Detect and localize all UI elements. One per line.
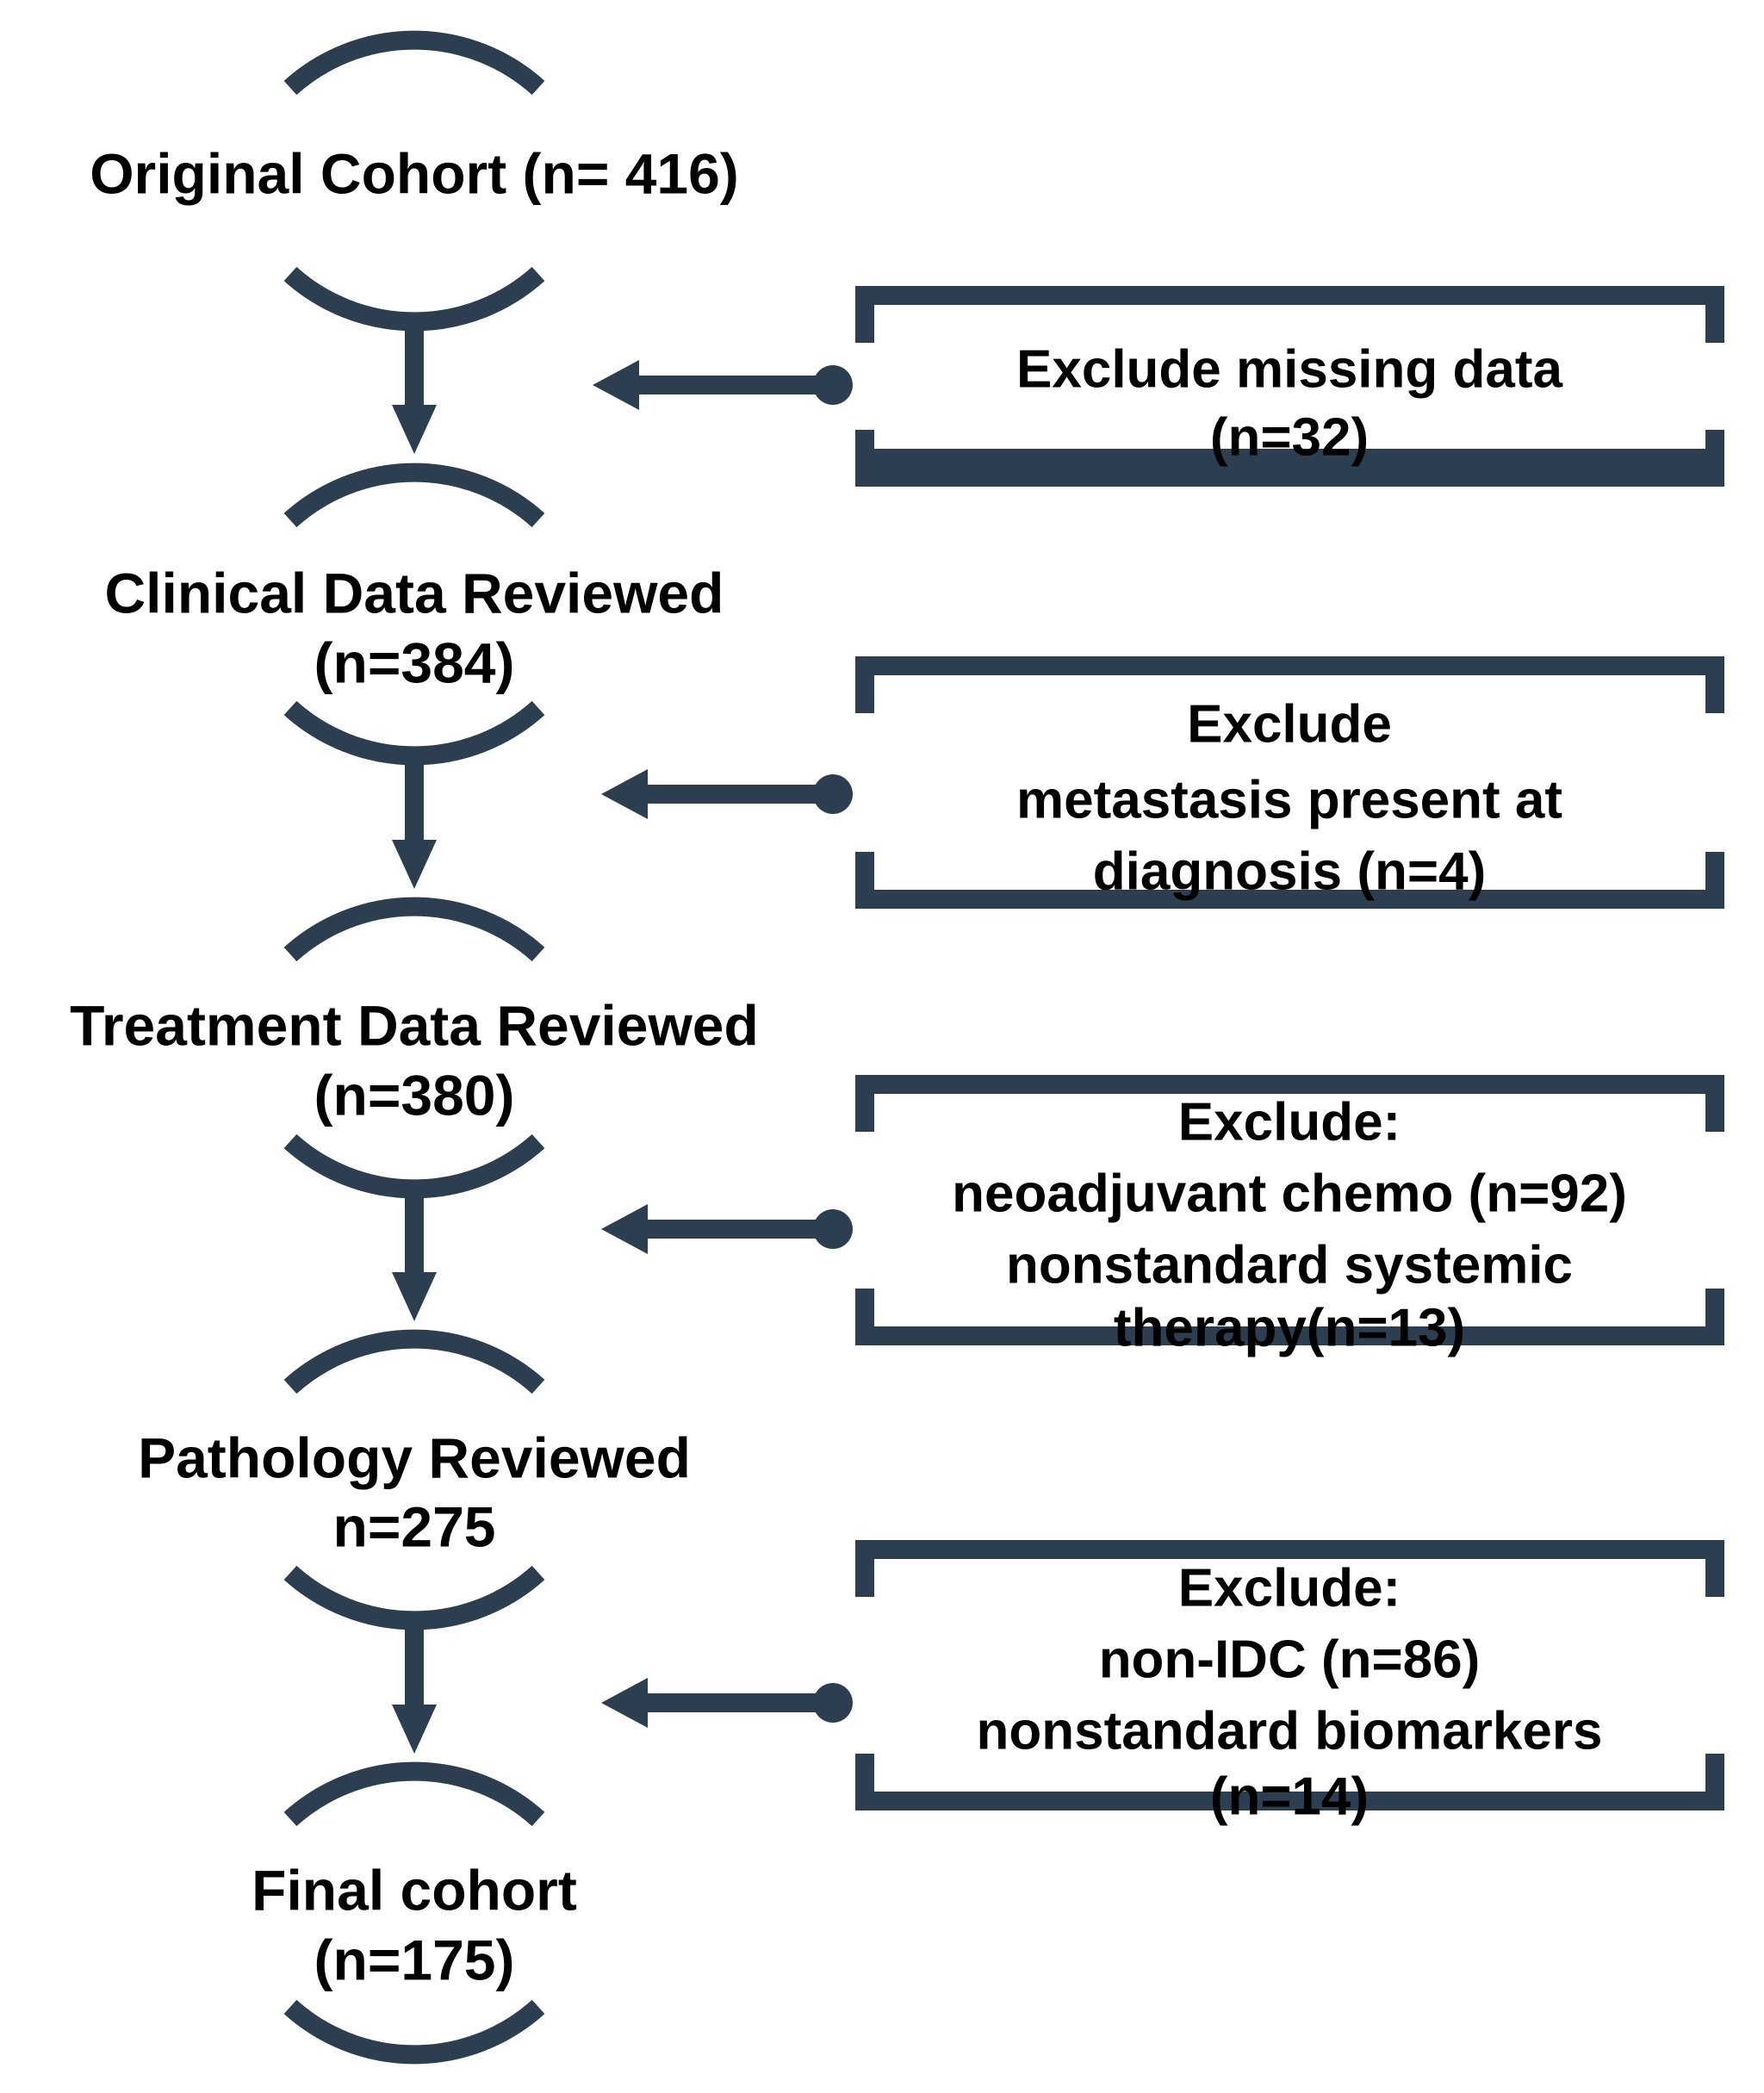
exclusion-box-4-line-4: (n=14) [1210, 1767, 1369, 1826]
exclusion-box-1-line-1: Exclude missing data [1016, 339, 1563, 399]
node-top-arc-icon [283, 1761, 545, 1827]
box-bracket-frame-icon [855, 1075, 1724, 1094]
connector-arrow-down-2 [392, 758, 437, 889]
connector-arrow-down-3 [392, 1190, 437, 1321]
exclusion-box-1[interactable]: Exclude missing data (n=32) [855, 286, 1724, 487]
node-final-line1: Final cohort [252, 1858, 577, 1922]
node-clinical-data-reviewed[interactable]: Clinical Data Reviewed (n=384) [105, 463, 724, 766]
connector-arrow-down-1 [392, 323, 437, 454]
arrow-left-icon [601, 769, 648, 819]
node-original-cohort-line1: Original Cohort (n= 416) [90, 141, 739, 205]
box-bracket-frame-icon [855, 286, 1724, 487]
exclusion-box-3-line-1: Exclude: [1178, 1092, 1401, 1152]
arrow-left-icon [593, 360, 639, 410]
node-treatment-line1: Treatment Data Reviewed [70, 993, 759, 1057]
exclusion-connector-4 [601, 1678, 853, 1728]
arrow-left-icon [601, 1204, 648, 1254]
exclusion-connector-3 [601, 1204, 853, 1254]
arrow-left-icon [601, 1678, 648, 1728]
exclusion-box-3-line-2: neoadjuvant chemo (n=92) [952, 1164, 1627, 1223]
node-treatment-line2: (n=380) [314, 1063, 515, 1127]
node-pathology-reviewed[interactable]: Pathology Reviewed n=275 [138, 1329, 691, 1630]
node-top-arc-icon [283, 463, 545, 528]
node-final-cohort[interactable]: Final cohort (n=175) [252, 1761, 577, 2065]
node-treatment-data-reviewed[interactable]: Treatment Data Reviewed (n=380) [70, 897, 759, 1199]
node-top-arc-icon [283, 1329, 545, 1394]
node-clinical-line2: (n=384) [314, 630, 515, 694]
exclusion-box-2-line-1: Exclude [1187, 694, 1392, 754]
exclusion-box-2-line-3: diagnosis (n=4) [1093, 842, 1486, 901]
box-bracket-frame-icon [855, 1540, 1724, 1559]
exclusion-connector-1 [593, 360, 853, 410]
node-clinical-line1: Clinical Data Reviewed [105, 561, 724, 624]
node-pathology-line2: n=275 [333, 1494, 496, 1558]
node-final-line2: (n=175) [314, 1928, 515, 1991]
exclusion-box-4[interactable]: Exclude: non-IDC (n=86) nonstandard biom… [855, 1540, 1724, 1826]
exclusion-box-2[interactable]: Exclude metastasis present at diagnosis … [855, 656, 1724, 909]
exclusion-box-1-line-2: (n=32) [1210, 407, 1369, 467]
node-bottom-arc-icon [283, 1565, 545, 1630]
node-bottom-arc-icon [283, 266, 545, 332]
exclusion-box-3[interactable]: Exclude: neoadjuvant chemo (n=92) nonsta… [855, 1075, 1724, 1357]
exclusion-connector-2 [601, 769, 853, 819]
node-bottom-arc-icon [283, 1999, 545, 2065]
exclusion-box-3-line-4: therapy(n=13) [1114, 1298, 1465, 1357]
exclusion-box-4-line-2: non-IDC (n=86) [1099, 1630, 1481, 1689]
node-top-arc-icon [283, 30, 545, 96]
node-top-arc-icon [283, 897, 545, 962]
exclusion-box-3-line-3: nonstandard systemic [1006, 1235, 1573, 1295]
exclusion-box-2-line-2: metastasis present at [1016, 770, 1562, 829]
node-bottom-arc-icon [283, 700, 545, 766]
exclusion-box-4-line-1: Exclude: [1178, 1558, 1401, 1618]
box-bracket-frame-icon [855, 656, 1724, 675]
connector-arrow-down-4 [392, 1623, 437, 1754]
node-pathology-line1: Pathology Reviewed [138, 1425, 691, 1489]
node-bottom-arc-icon [283, 1133, 545, 1199]
node-original-cohort[interactable]: Original Cohort (n= 416) [90, 30, 739, 332]
exclusion-box-4-line-3: nonstandard biomarkers [977, 1701, 1603, 1761]
